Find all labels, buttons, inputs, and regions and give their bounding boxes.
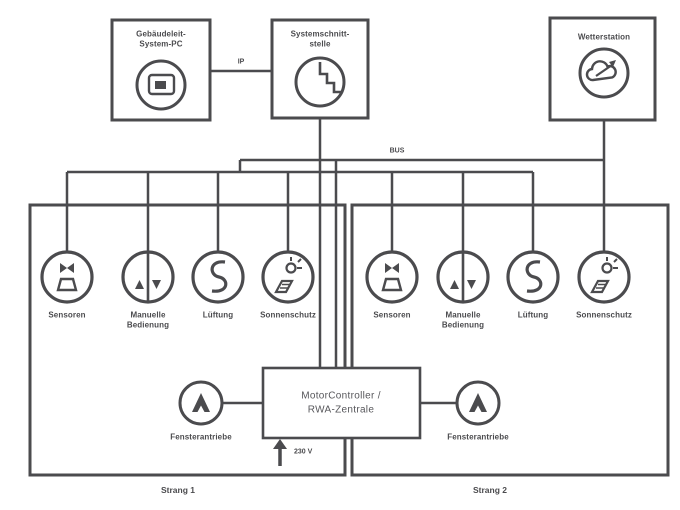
- manual-control-icon: [135, 253, 476, 301]
- system-interface-title-line2: stelle: [309, 39, 331, 49]
- sensor-icon: [56, 263, 403, 292]
- sun-node-circle: [261, 250, 315, 304]
- manual-node-label-line2: Bedienung: [126, 320, 170, 330]
- strand-2-enclosure: [350, 203, 670, 477]
- system-interface-title-line1: Systemschnitt-: [290, 29, 350, 39]
- sun-node-circle: [577, 250, 631, 304]
- sun-protection-icon: [274, 257, 618, 294]
- sensor-node-circle: [40, 250, 94, 304]
- bms-pc-title-line2: System-PC: [139, 39, 183, 49]
- power-arrow-icon: [273, 439, 287, 466]
- ventilation-icon: [210, 260, 543, 293]
- sun-node-label: Sonnenschutz: [260, 310, 316, 320]
- motor-controller-box: [261, 366, 422, 440]
- controller-title-line1: MotorController /: [301, 390, 381, 402]
- steps-icon: [294, 56, 346, 108]
- bus-wire-label: BUS: [389, 147, 405, 155]
- drives-label: Fensterantriebe: [447, 432, 509, 442]
- manual-node-label-line1: Manuelle: [130, 310, 166, 320]
- manual-node-label-line2: Bedienung: [441, 320, 485, 330]
- weather-station-title: Wetterstation: [577, 32, 631, 42]
- ip-wire-label: IP: [237, 58, 245, 66]
- bms-pc-title-line1: Gebäudeleit-: [136, 29, 186, 39]
- drive-icon: [192, 393, 487, 412]
- sun-node-label: Sonnenschutz: [576, 310, 632, 320]
- sensor-node-label: Sensoren: [48, 310, 86, 320]
- ventilation-node-label: Lüftung: [202, 310, 234, 320]
- sensor-node-circle: [365, 250, 419, 304]
- weather-icon: [578, 47, 630, 99]
- strand-1-label: Strang 1: [160, 485, 196, 495]
- ventilation-node-label: Lüftung: [517, 310, 549, 320]
- sensor-node-label: Sensoren: [373, 310, 411, 320]
- manual-node-label-line1: Manuelle: [445, 310, 481, 320]
- controller-title-line2: RWA-Zentrale: [307, 404, 375, 416]
- pc-display-icon: [135, 59, 187, 111]
- strand-1-enclosure: [28, 203, 347, 477]
- strand-2-label: Strang 2: [472, 485, 508, 495]
- power-wire-label: 230 V: [294, 448, 313, 456]
- drives-label: Fensterantriebe: [170, 432, 232, 442]
